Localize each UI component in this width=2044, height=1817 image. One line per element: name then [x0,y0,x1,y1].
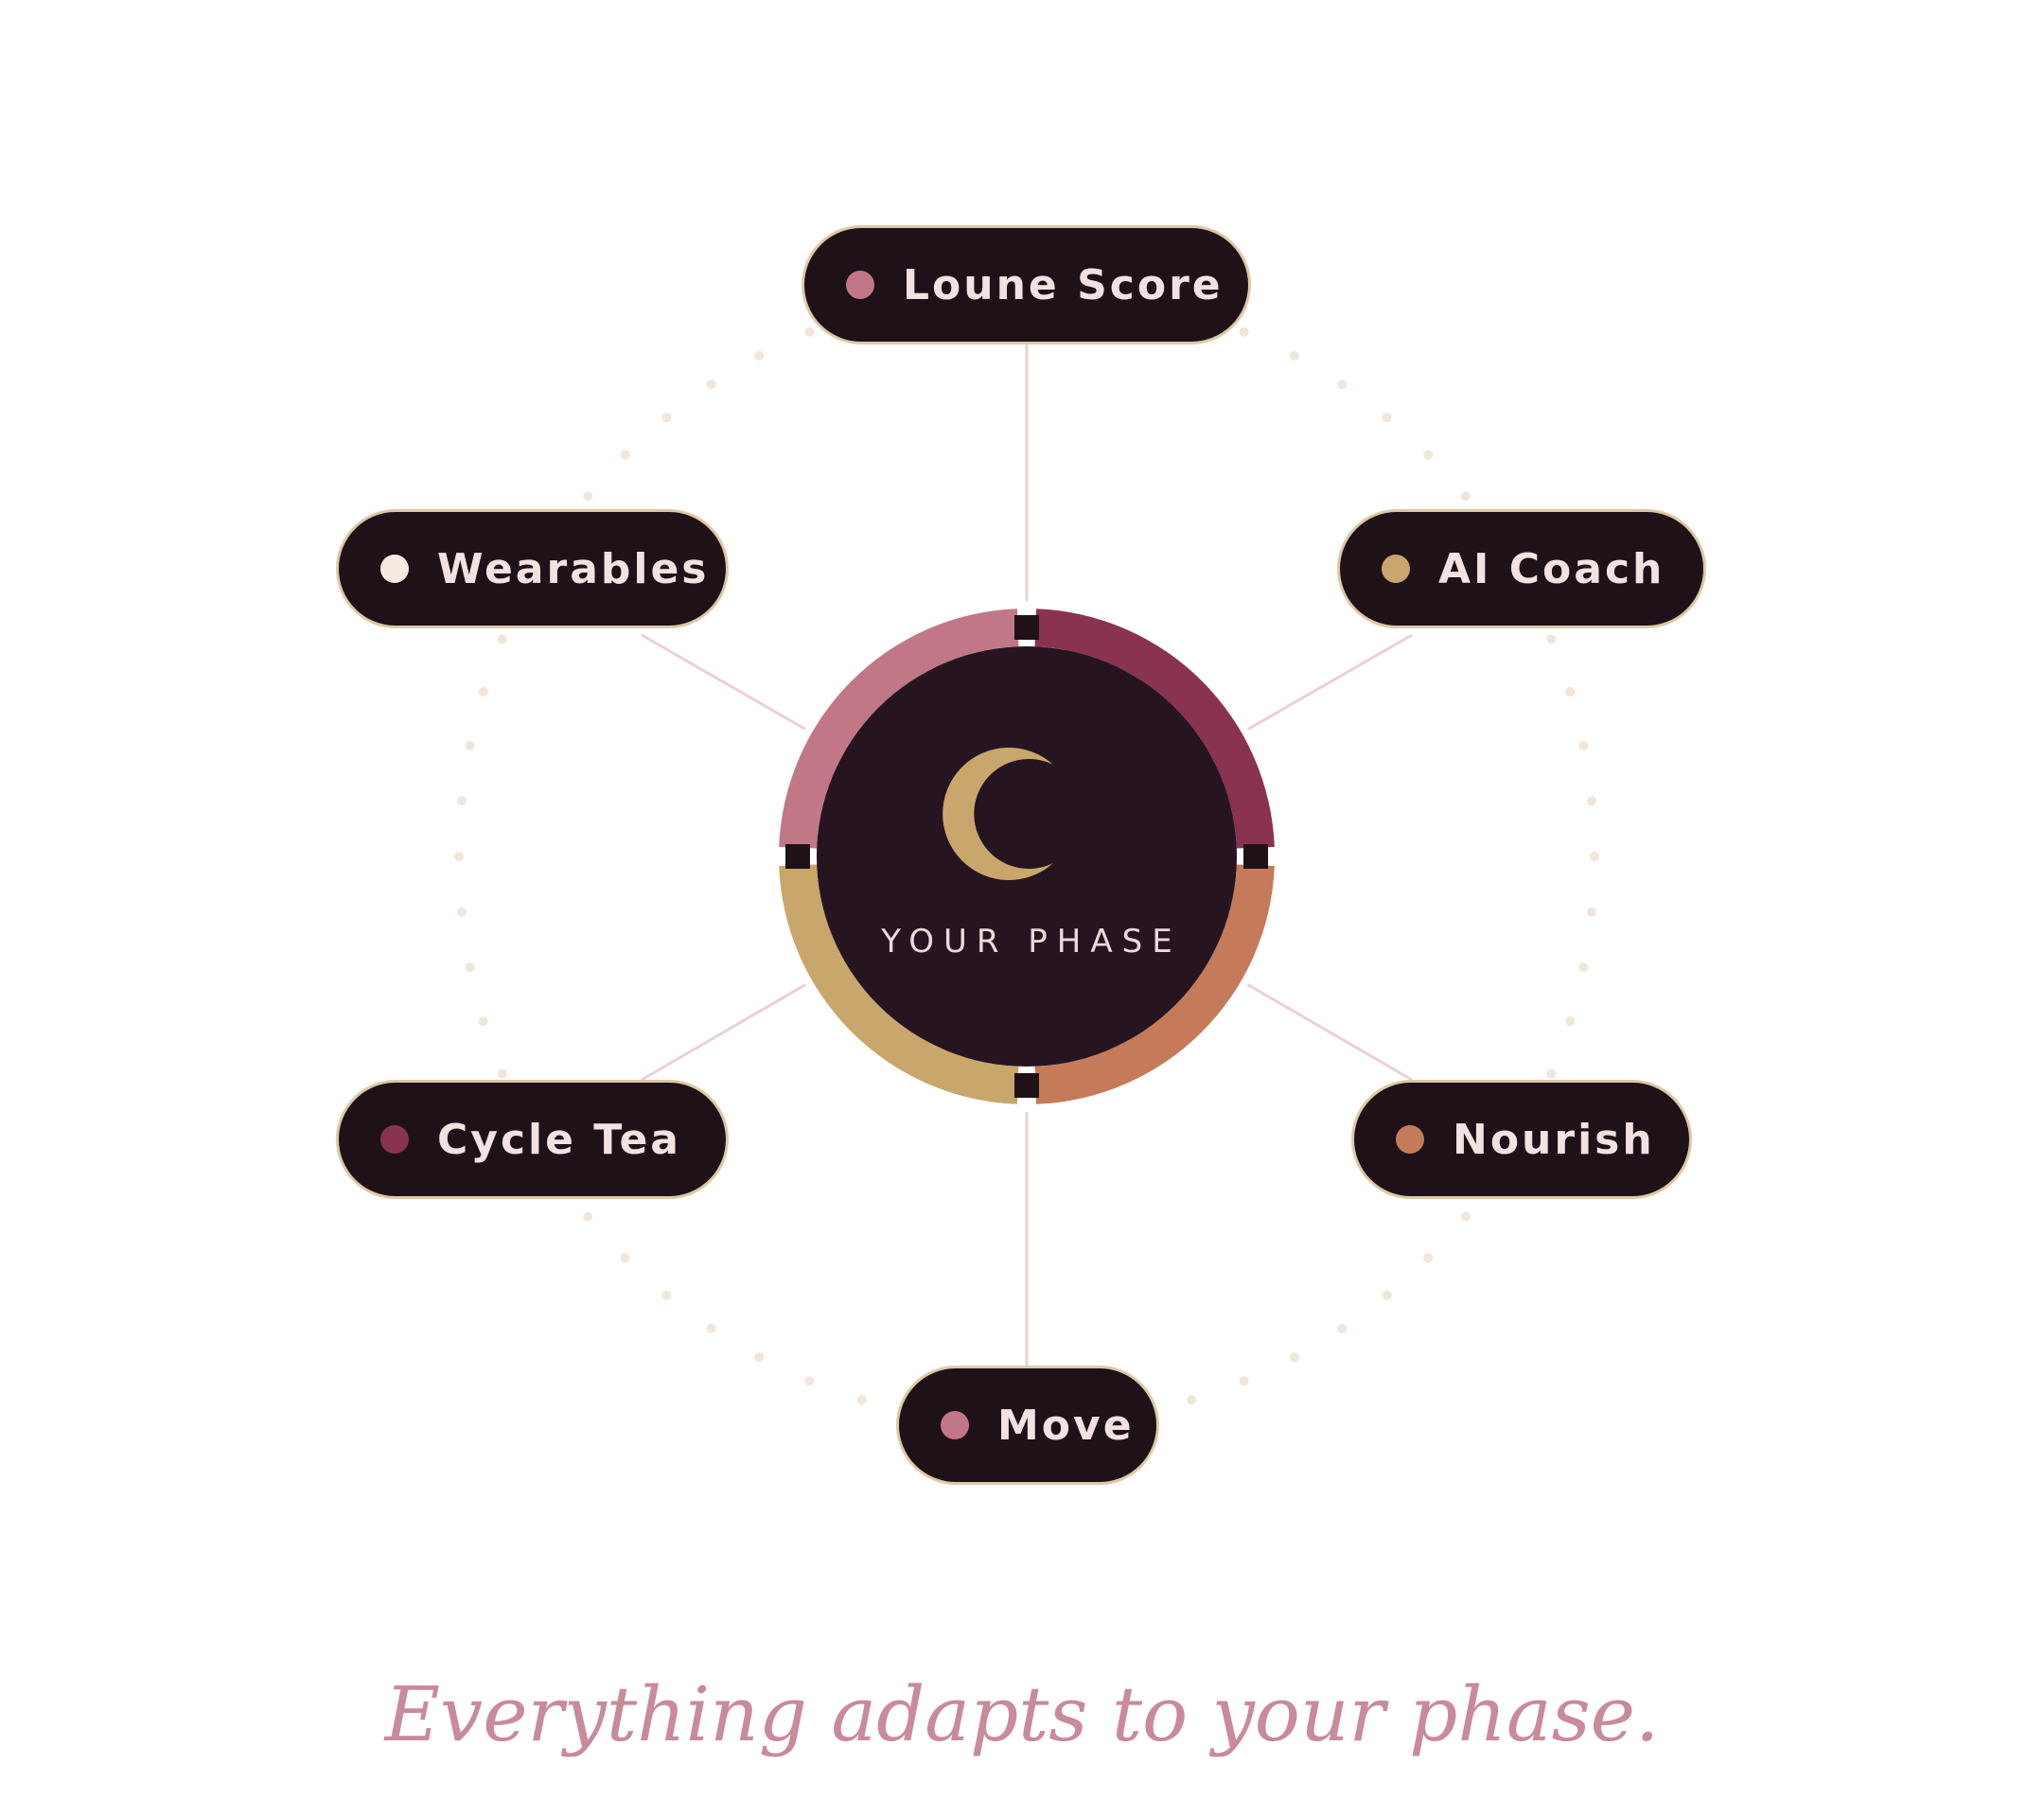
orbit-dot [804,326,815,337]
orbit-dot [1565,1016,1576,1027]
orbit-dot [456,907,467,917]
orbit-dot [1546,1068,1557,1079]
connector-nourish [1246,983,1413,1082]
orbit-dot [1289,1352,1299,1363]
orbit-dot [583,1211,593,1222]
cycle-tea-dot-icon [380,1125,409,1154]
orbit-dot [1590,852,1599,861]
orbit-dot [661,413,672,423]
orbit-dot [1187,1395,1197,1405]
connectors [641,344,1413,1366]
orbit-dot [465,962,475,973]
orbit-dot [1587,907,1597,917]
orbit-dot [1587,796,1597,806]
move-dot-icon [941,1411,969,1439]
ring-joint [1243,844,1268,869]
connector-cycle-tea [641,983,807,1082]
orbit-dot [497,634,507,644]
orbit-dot [1423,450,1434,460]
loune-score-dot-icon [846,271,874,299]
orbit-dot [478,1016,488,1027]
node-label: Wearables [437,544,710,593]
orbit-dot [1565,686,1576,697]
ring-joint [785,844,810,869]
node-wearables[interactable]: Wearables [336,509,729,628]
orbit-dot [454,852,464,861]
orbit-dot [804,1376,815,1386]
orbit-dot [754,350,765,361]
node-label: Move [997,1401,1135,1450]
orbit-dot [1460,491,1471,502]
ring-segment [1034,864,1275,1104]
orbit-dot [1382,413,1392,423]
orbit-dot [1546,634,1557,644]
orbit-dot [456,796,467,806]
orbit-dot [583,491,593,502]
orbit-dot [478,686,488,697]
orbit-dot [754,1352,765,1363]
orbit-dot [1423,1253,1434,1263]
node-move[interactable]: Move [896,1366,1159,1485]
node-label: Nourish [1453,1115,1655,1164]
orbit-dot [1578,962,1589,973]
ring-joint [1014,1073,1039,1098]
orbit-dot [1460,1211,1471,1222]
orbit-dot [465,740,475,750]
node-label: AI Coach [1438,544,1665,593]
connector-ai-coach [1247,633,1413,731]
center-disc [817,646,1237,1067]
orbit-dot [706,379,716,390]
ring-segment [779,864,1019,1104]
node-label: Cycle Tea [437,1115,681,1164]
orbit-dot [1337,379,1348,390]
orbit-dot [1382,1290,1392,1300]
node-loune-score[interactable]: Loune Score [802,225,1251,344]
ring-joint [1014,615,1039,640]
node-ai-coach[interactable]: AI Coach [1337,509,1706,628]
orbit-dot [706,1323,716,1333]
wearables-dot-icon [380,555,409,583]
orbit-dot [1239,1376,1249,1386]
connector-wearables [641,633,806,731]
node-cycle-tea[interactable]: Cycle Tea [336,1080,729,1199]
orbit-dot [1289,350,1299,361]
center-label: YOUR PHASE [881,923,1182,961]
phase-ring [779,609,1275,1104]
ai-coach-dot-icon [1382,555,1410,583]
ring-segment [1034,609,1275,849]
orbit-dot [620,450,630,460]
orbit-dot [1337,1323,1348,1333]
node-label: Loune Score [903,260,1224,309]
node-nourish[interactable]: Nourish [1351,1080,1692,1199]
orbit-dot [661,1290,672,1300]
orbit-dot [1578,740,1589,750]
orbit-dot [856,1395,867,1405]
crescent-moon-icon [943,747,1053,880]
orbit-dot [620,1253,630,1263]
tagline: Everything adapts to your phase. [384,1670,1660,1758]
ring-segment [779,609,1019,849]
orbit-dot [497,1068,507,1079]
orbit-dot [1239,326,1249,337]
nourish-dot-icon [1396,1125,1424,1154]
